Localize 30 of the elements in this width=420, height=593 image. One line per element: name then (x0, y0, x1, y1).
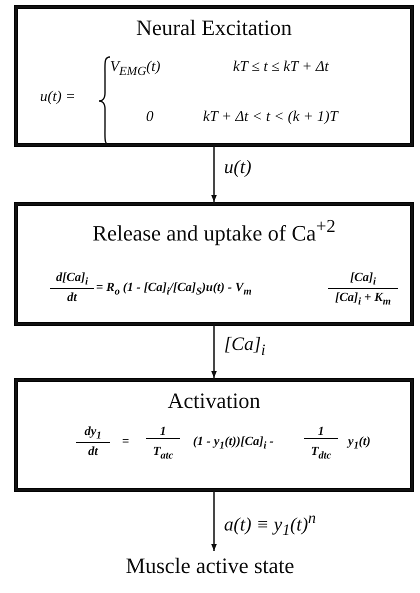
process-box (14, 202, 414, 326)
formula-text: [Ca]$_{i}$ (328, 270, 398, 290)
process-box (14, 378, 414, 492)
formula-text: 1 (146, 424, 180, 440)
arrow (211, 492, 217, 551)
formula-text: d[Ca]$_{i}$ (50, 270, 94, 290)
formula-text: = (122, 434, 130, 448)
formula-text: T$_{dtc}$ (310, 444, 332, 462)
formula-text: kT + Δt < t < (k + 1)T (203, 109, 338, 126)
box-title: Neural Excitation (135, 15, 293, 40)
box-title: Release and uptake of Ca$^{+2}$ (91, 216, 337, 246)
process-box (14, 5, 414, 147)
formula-text: dt (87, 444, 99, 458)
formula-text: [Ca]$_{i}$ + K$_{m}$ (334, 290, 392, 308)
formula-text: 0 (146, 109, 154, 126)
formula-text: T$_{atc}$ (152, 444, 174, 462)
formula-text: = R$_{o}$ (1 - [Ca]$_{i}$/[Ca]$_{S}$)u(t) - V$_{m}$ (96, 280, 252, 298)
formula-text: 1 (304, 424, 338, 440)
formula-text: u(t) = (40, 89, 76, 106)
arrow (211, 326, 217, 378)
formula-text: y$_{1}$(t) (348, 434, 371, 452)
formula-text: dt (66, 290, 78, 304)
box-title: Activation (166, 388, 262, 414)
arrow (211, 147, 217, 202)
formula-text: (1 - y$_{1}$(t))[Ca]$_{i}$ - (193, 434, 274, 452)
output-text: Muscle active state (124, 553, 296, 578)
edge-label: u(t) (222, 157, 254, 179)
formula-text: kT ≤ t ≤ kT + Δt (233, 59, 329, 76)
formula-text: V$_{EMG}$(t) (110, 59, 160, 78)
formula-text: dy$_{1}$ (76, 424, 110, 444)
